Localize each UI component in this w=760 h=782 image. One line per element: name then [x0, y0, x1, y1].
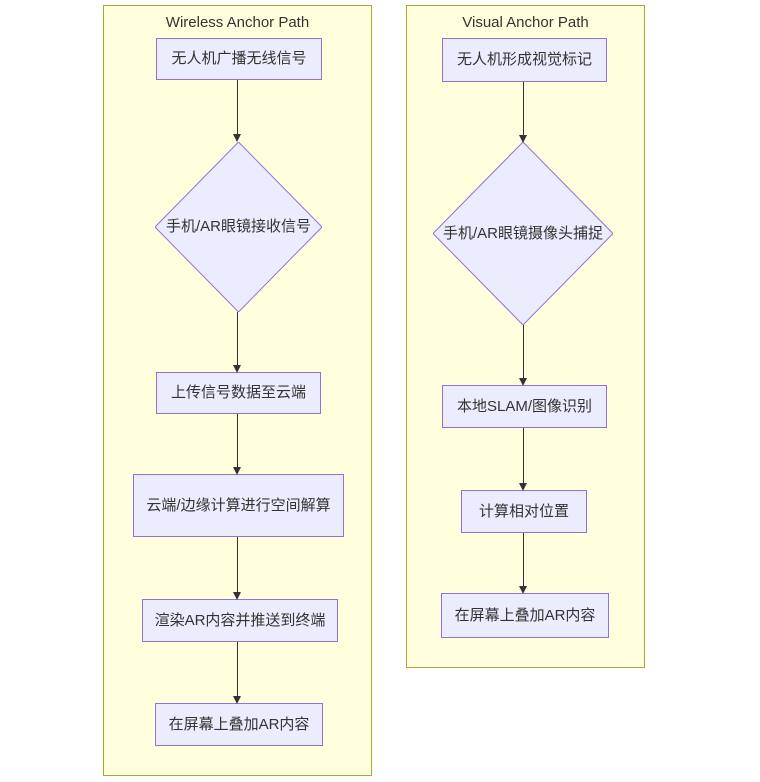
flow-node-overlay-ar-on-screen-visual: 在屏幕上叠加AR内容	[441, 593, 609, 638]
node-label: 手机/AR眼镜接收信号	[165, 218, 311, 236]
node-label: 本地SLAM/图像识别	[456, 397, 592, 415]
node-label: 在屏幕上叠加AR内容	[454, 606, 596, 624]
node-label: 云端/边缘计算进行空间解算	[146, 496, 331, 514]
flow-node-cloud-edge-spatial-computation: 云端/边缘计算进行空间解算	[133, 474, 344, 537]
node-label: 无人机形成视觉标记	[456, 51, 592, 69]
node-label: 无人机广播无线信号	[171, 50, 307, 68]
node-label: 手机/AR眼镜摄像头捕捉	[442, 224, 603, 242]
cluster-title: Wireless Anchor Path	[165, 14, 310, 31]
diamond-shape-icon	[433, 142, 613, 325]
flow-node-local-slam-image-recognition: 本地SLAM/图像识别	[442, 385, 607, 428]
flow-arrow-r2-r3	[519, 325, 527, 386]
node-label: 渲染AR内容并推送到终端	[154, 611, 326, 629]
flow-node-phone-ar-glasses-receive-signal: 手机/AR眼镜接收信号	[155, 142, 322, 312]
cluster-title: Visual Anchor Path	[462, 14, 589, 31]
flow-node-compute-relative-position: 计算相对位置	[461, 490, 587, 533]
diamond-shape-icon	[155, 142, 322, 312]
flow-arrow-l5-l6	[233, 642, 241, 704]
node-label: 上传信号数据至云端	[170, 384, 306, 402]
flow-node-overlay-ar-on-screen-wireless: 在屏幕上叠加AR内容	[155, 703, 323, 746]
flow-node-drone-broadcast-signal: 无人机广播无线信号	[156, 38, 322, 80]
node-label: 在屏幕上叠加AR内容	[168, 715, 310, 733]
cluster-visual-anchor-path: Visual Anchor Path	[406, 5, 645, 668]
flow-node-drone-forms-visual-marker: 无人机形成视觉标记	[442, 38, 607, 82]
flow-arrow-l3-l4	[233, 414, 241, 475]
flow-node-upload-signal-to-cloud: 上传信号数据至云端	[156, 372, 321, 414]
flow-arrow-r4-r5	[519, 533, 527, 594]
flow-arrow-l4-l5	[233, 537, 241, 600]
flow-node-render-and-push-ar-content: 渲染AR内容并推送到终端	[142, 599, 338, 642]
flow-node-phone-ar-glasses-camera-capture: 手机/AR眼镜摄像头捕捉	[433, 142, 613, 325]
node-label: 计算相对位置	[478, 502, 569, 520]
flow-arrow-r1-r2	[519, 82, 527, 143]
flow-arrow-l2-l3	[233, 312, 241, 373]
flow-arrow-l1-l2	[233, 80, 241, 142]
flow-arrow-r3-r4	[519, 428, 527, 491]
